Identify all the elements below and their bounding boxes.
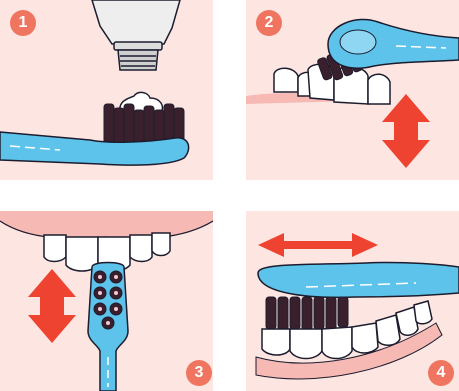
- step-number-badge: 4: [428, 360, 454, 386]
- step-number-badge: 1: [10, 10, 36, 36]
- step-2-panel: 2: [246, 0, 459, 180]
- step-number-badge: 3: [186, 360, 212, 386]
- step-3-panel: 3: [0, 211, 213, 391]
- lower-teeth-illustration: [246, 211, 459, 391]
- step-number-badge: 2: [256, 10, 282, 36]
- front-teeth-illustration: [0, 211, 213, 391]
- bristles: [266, 297, 348, 331]
- step-4-panel: 4: [246, 211, 459, 391]
- toothbrush-handle: [258, 262, 459, 297]
- step-1-panel: 1: [0, 0, 213, 180]
